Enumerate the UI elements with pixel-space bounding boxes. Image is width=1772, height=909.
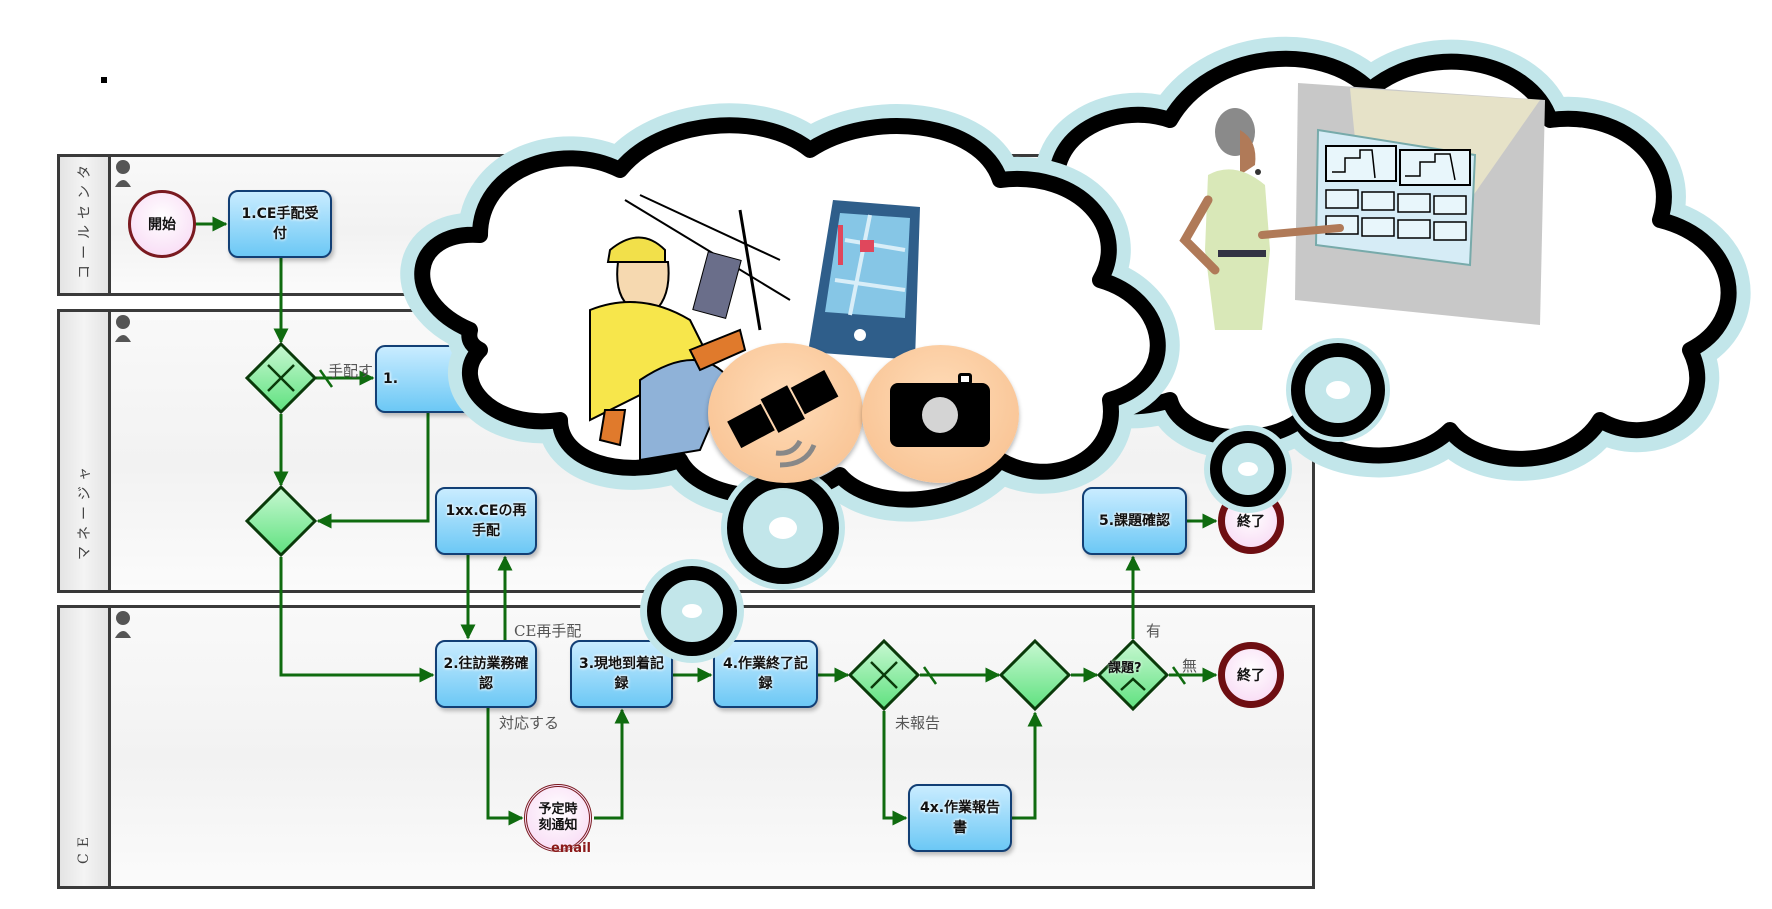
task-ce-rearrange[interactable]: 1xx.CEの再手配 — [435, 487, 537, 555]
task-label: 3.現地到着記録 — [578, 656, 665, 692]
gps-satellite-bubble — [708, 343, 863, 483]
person-icon — [115, 160, 131, 187]
flow-notify-to-t3 — [594, 708, 630, 820]
notify-label-1: 予定時 — [538, 802, 578, 817]
flow-label-no: 無 — [1182, 657, 1198, 675]
smartphone-map-icon — [808, 200, 920, 360]
stray-mark — [101, 77, 107, 83]
task-ce-dispatch-receive[interactable]: 1.CE手配受付 — [228, 190, 332, 258]
end-event-ce[interactable]: 終了 — [1218, 642, 1284, 708]
operator-with-headset-clipart — [1179, 108, 1344, 330]
task-arrival-record[interactable]: 3.現地到着記録 — [570, 640, 673, 708]
field-engineer-clipart — [589, 194, 791, 462]
camera-bubble — [862, 345, 1019, 483]
notify-email-event[interactable]: 予定時刻通知 email — [524, 784, 592, 856]
gateway-issue-label: 課題? — [1108, 661, 1142, 676]
task-work-complete-record[interactable]: 4.作業終了記録 — [713, 640, 818, 708]
task-visit-confirm[interactable]: 2.往訪業務確認 — [435, 640, 537, 708]
default-flow-marker — [1171, 666, 1187, 685]
flow-t1b-to-gw2 — [316, 413, 430, 529]
gps-satellite-icon — [727, 369, 839, 468]
default-flow-marker — [318, 369, 334, 388]
email-tag: email — [550, 841, 591, 856]
task-label: 4x.作業報告書 — [919, 800, 1001, 836]
start-event[interactable]: 開始 — [128, 190, 196, 258]
monitoring-dashboard-panel — [1295, 83, 1545, 325]
start-label: 開始 — [148, 217, 176, 233]
flow-gw2-to-t2 — [279, 557, 435, 683]
flow-label-yes: 有 — [1146, 622, 1162, 640]
flow-label-rearrange: CE再手配 — [514, 622, 582, 640]
task-work-report[interactable]: 4x.作業報告書 — [908, 784, 1012, 852]
end-label: 終了 — [1237, 668, 1265, 684]
task-issue-check[interactable]: 5.課題確認 — [1082, 487, 1187, 555]
thought-bubble-right-2 — [1204, 425, 1292, 513]
notify-label-2: 刻通知 — [538, 818, 578, 833]
flow-gw3-to-t4x — [882, 711, 908, 826]
task-label: 1.CE手配受付 — [241, 206, 319, 242]
default-flow-marker — [922, 666, 938, 685]
task-label: 5.課題確認 — [1098, 513, 1171, 529]
lane-label-ce: CE — [60, 608, 111, 886]
lane-label-callcenter: コールセンタ — [60, 157, 111, 293]
thought-bubble-left-2 — [640, 559, 744, 663]
task-label: 4.作業終了記録 — [722, 656, 809, 692]
flow-t2-to-notify — [486, 708, 524, 826]
task-label: 1xx.CEの再手配 — [445, 503, 527, 539]
camera-icon — [890, 373, 990, 447]
task-label: 2.往訪業務確認 — [443, 656, 529, 692]
end-label: 終了 — [1237, 514, 1265, 530]
person-icon — [115, 611, 131, 638]
flow-label-unreported: 未報告 — [895, 714, 941, 732]
flow-label-respond: 対応する — [499, 714, 560, 732]
lane-label-manager: マネージャ — [60, 312, 111, 590]
task-label: 1. — [383, 371, 399, 387]
gateway-merge-2 — [244, 484, 318, 558]
flow-label-arrange: 手配す — [328, 362, 374, 380]
flow-t4x-to-gw4 — [1012, 711, 1043, 820]
thought-bubble-right-1 — [1286, 338, 1390, 442]
person-icon — [115, 315, 131, 342]
gateway-merge-4 — [998, 638, 1072, 712]
gateway-issue — [1096, 638, 1170, 712]
